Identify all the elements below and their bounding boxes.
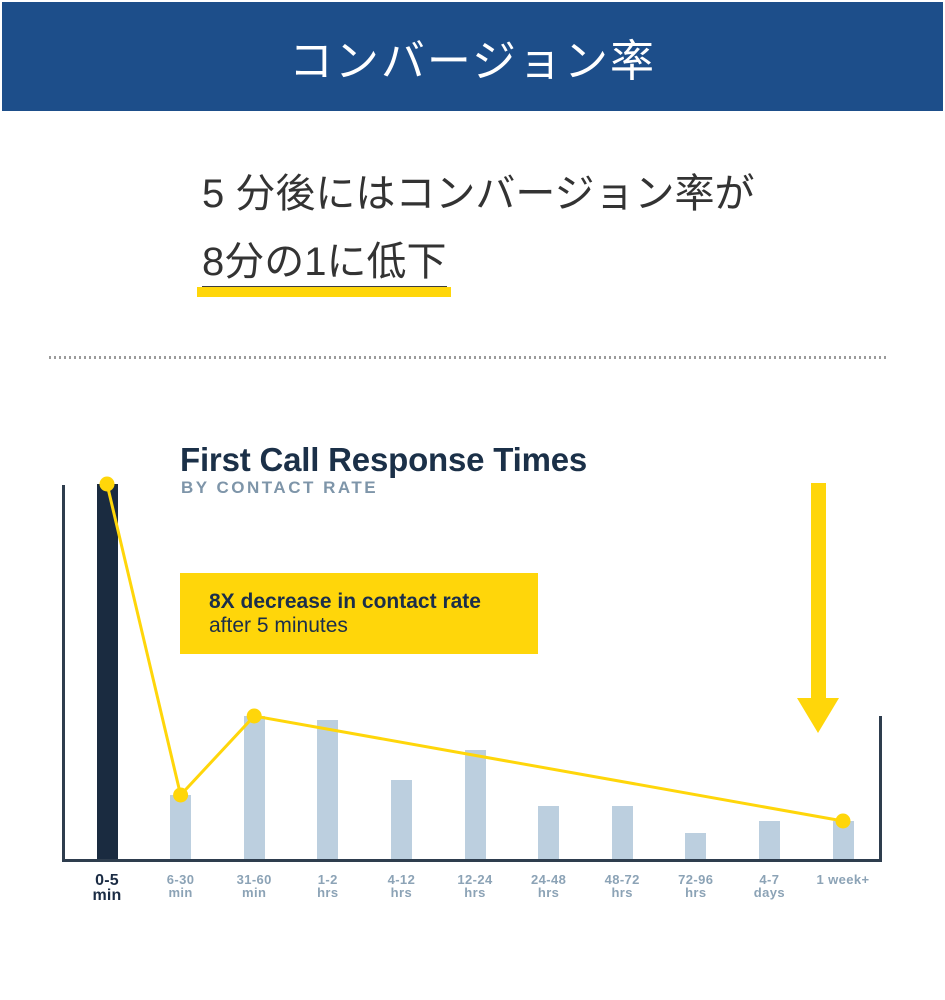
bar <box>538 806 560 859</box>
bar <box>390 780 412 859</box>
chart-title: First Call Response Times <box>180 441 588 478</box>
chart-plot-area <box>62 476 882 859</box>
bar <box>611 806 633 859</box>
annotation-line2: after 5 minutes <box>209 614 348 637</box>
headline: 5 分後にはコンバージョン率が 8分の1に低下 <box>197 172 755 297</box>
down-arrow-icon <box>797 698 839 733</box>
bar <box>464 750 486 859</box>
trend-line-point <box>173 787 189 803</box>
banner-title: コンバージョン率 <box>288 36 657 86</box>
headline-highlighted-text: 8分の1に低下 <box>197 240 450 297</box>
dotted-divider <box>49 356 888 359</box>
bar <box>317 720 339 859</box>
trend-line-point <box>246 708 262 724</box>
bar <box>832 821 854 859</box>
chart-subtitle: BY CONTACT RATE <box>181 478 379 497</box>
y-axis-line <box>62 485 65 862</box>
headline-line2: 8分の1に低下 <box>197 240 755 297</box>
annotation-line1: 8X decrease in contact rate <box>209 590 481 613</box>
header-banner: コンバージョン率 <box>2 2 943 111</box>
bar <box>170 795 192 859</box>
trend-line <box>105 483 844 823</box>
trend-line-point <box>99 476 115 492</box>
bar <box>758 821 780 859</box>
x-axis-label: 1 week+ <box>816 872 870 887</box>
x-axis-line <box>62 859 882 862</box>
annotation-callout: 8X decrease in contact rate after 5 minu… <box>180 573 538 654</box>
down-arrow-shaft <box>811 483 826 698</box>
bar <box>243 716 265 859</box>
bar-highlighted <box>96 484 118 859</box>
bar <box>685 833 707 859</box>
trend-line-layer <box>99 476 851 829</box>
trend-line-point <box>835 813 851 829</box>
headline-line1: 5 分後にはコンバージョン率が <box>202 172 755 216</box>
right-axis-line <box>879 716 882 862</box>
